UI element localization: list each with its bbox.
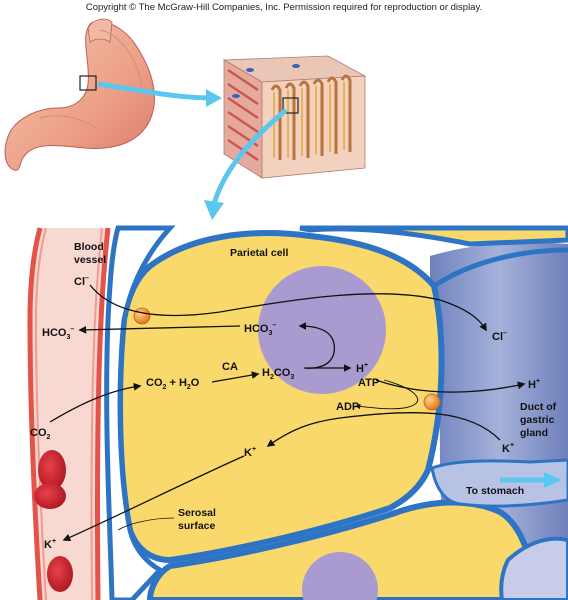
transport-arrows (49, 284, 526, 542)
tissue-block (222, 55, 367, 179)
ion-hco3-cell: HCO3– (244, 322, 276, 337)
ca-reaction-arrow (211, 371, 260, 383)
hco3-out-arrow (78, 325, 241, 334)
tissue-zoom-box (282, 97, 299, 114)
lower-nucleus (302, 552, 378, 600)
parietal-cell-label: Parietal cell (230, 247, 288, 259)
cl-hco3-exchanger (133, 307, 151, 325)
ion-k-lumen: K+ (502, 442, 514, 455)
blood-vessel-label-1: Blood (74, 241, 104, 253)
ion-ca-enzyme: CA (222, 361, 238, 373)
zoom-arrow-1 (97, 81, 222, 107)
red-blood-cell (38, 450, 66, 490)
ion-k-cell: K+ (244, 446, 256, 459)
cell-panel (0, 225, 568, 600)
to-stomach-label: To stomach (466, 485, 524, 497)
hco3-dissociation-arrow (298, 322, 335, 369)
blood-vessel-label-2: vessel (74, 254, 106, 266)
labels: Blood vessel Parietal cell Duct of gastr… (74, 241, 557, 532)
serosal-label-2: surface (178, 520, 216, 532)
serosal-pointer (117, 517, 175, 531)
ion-co2-blood: CO2 (30, 427, 51, 441)
h-k-atpase-pump (423, 393, 441, 411)
ion-h2co3: H2CO3 (262, 367, 294, 381)
ion-atp: ATP (358, 377, 379, 389)
duct-label-2: gastric (520, 414, 555, 426)
ion-co2-h2o: CO2 + H2O (146, 377, 200, 391)
red-blood-cell (34, 483, 66, 509)
ion-hco3-blood: HCO3– (42, 326, 74, 341)
ion-labels: Cl– Cl– HCO3– HCO3– CO2 CO2 + H2O CA H2C… (30, 275, 540, 551)
zoom-arrow-2 (204, 108, 288, 220)
ion-cl-blood: Cl– (74, 275, 89, 288)
co2-entry-arrow (49, 382, 142, 423)
ion-k-blood: K+ (44, 538, 56, 551)
cl-transport-arrow (89, 284, 487, 332)
k-uptake-arrow (266, 411, 501, 447)
k-out-arrow (62, 455, 245, 542)
serosal-label-1: Serosal (178, 507, 216, 519)
ion-adp: ADP (336, 401, 359, 413)
ion-h-cell: H+ (356, 362, 368, 375)
duct-label-3: gland (520, 427, 548, 439)
ion-h-lumen: H+ (528, 378, 540, 391)
stomach-illustration (4, 18, 156, 171)
stomach-zoom-box (79, 75, 97, 91)
duct-label-1: Duct of (520, 401, 557, 413)
copyright-text: Copyright © The McGraw-Hill Companies, I… (86, 2, 482, 13)
red-blood-cell (47, 556, 73, 592)
h-secretion-arrow (375, 379, 526, 393)
lumen-channel (430, 458, 568, 508)
atp-adp-arrow (354, 379, 418, 410)
ion-cl-lumen: Cl– (492, 330, 507, 343)
